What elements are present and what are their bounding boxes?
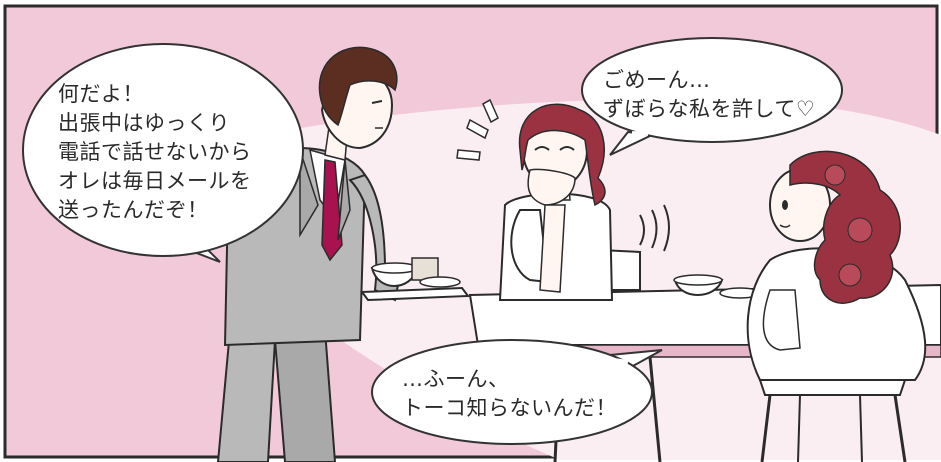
speech-bubble-center-woman [581,37,843,156]
speech-text-right-woman: …ふーん、 トーコ知らないんだ！ [402,365,617,423]
speech-bubble-man [22,43,304,263]
speech-line: …ふーん、 [402,367,510,391]
speech-line: 何だよ！ [58,82,144,106]
speech-line: 電話で話せないから [58,140,252,164]
speech-line: オレは毎日メールを [58,169,252,193]
speech-line: トーコ知らないんだ！ [402,396,617,420]
speech-line: ごめーん… [603,68,711,92]
center-woman-character [456,98,670,301]
speech-text-center-woman: ごめーん… ずぼらな私を許して♡ [603,66,815,124]
speech-line: 出張中はゆっくり [58,111,230,135]
speech-line: 送ったんだぞ！ [58,198,209,222]
right-woman-character [746,150,927,462]
speech-text-man: 何だよ！ 出張中はゆっくり 電話で話せないから オレは毎日メールを 送ったんだぞ… [58,80,252,225]
bowl-on-table [673,274,761,299]
speech-bubble-right-woman [371,339,663,445]
speech-line: ずぼらな私を許して♡ [603,97,816,121]
